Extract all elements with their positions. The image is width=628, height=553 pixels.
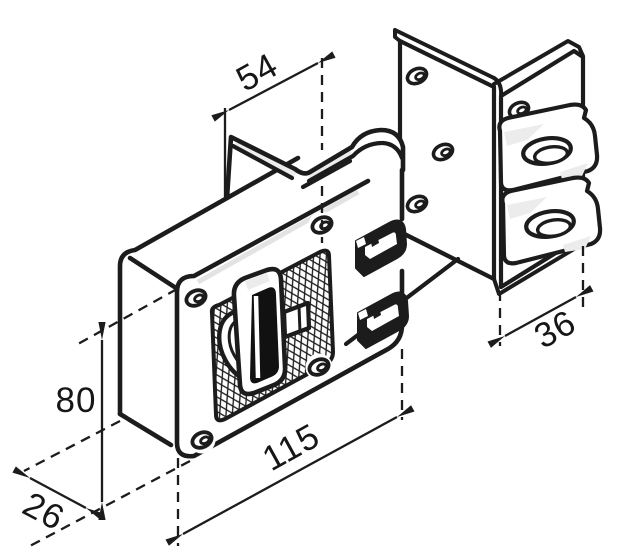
dimension-label-36: 36 [528,302,583,356]
flange-inner-edge [230,140,405,184]
lock-body [117,127,461,459]
dimension-26: 26 [12,419,121,539]
keeper-right-plate-top-edge [492,39,585,86]
case-back-edges [117,155,301,417]
knob-highlight [253,295,261,379]
dimension-label-26: 26 [17,485,71,539]
dimension-arrow [487,285,594,348]
flange-base-edge [300,158,353,190]
extension-line-dashed [27,459,191,549]
cylinder-tab [281,300,312,340]
keeper-left-plate-bottom-edge [401,231,496,281]
dimension-80: 80 [27,287,191,549]
strike-keeper [393,28,603,296]
bolt-claw-upper [355,219,407,277]
keeper-staple-lower [500,175,603,266]
dimension-arrow [165,405,415,546]
flange-outer-edge [224,127,406,201]
extension-line-dashed [23,419,121,473]
dimension-label-54: 54 [230,45,285,99]
dimension-arrow [211,51,336,122]
dimension-label-115: 115 [256,416,326,479]
mounting-flange [224,127,406,201]
thumbturn-knob[interactable] [231,266,288,397]
topface-shading [196,189,360,285]
keeper-left-plate-top-edge [393,28,496,80]
keeper-staple-upper [497,102,600,193]
extension-line-dashed [77,287,178,346]
bolt-claw-lower [357,291,409,349]
dimension-label-80: 80 [56,381,97,420]
dimension-arrow [12,466,104,520]
case-fold-edges [117,255,179,448]
